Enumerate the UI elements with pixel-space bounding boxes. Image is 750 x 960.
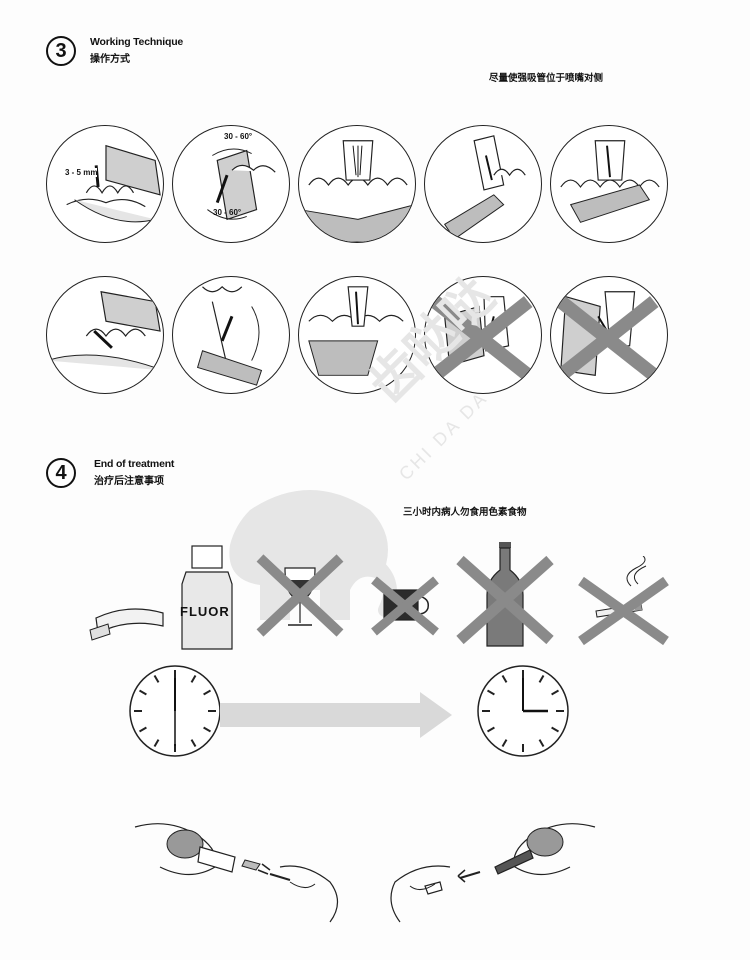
- start-clock-icon: [128, 664, 222, 763]
- no-wine-icon: [255, 548, 345, 643]
- section-3-heading: Working Technique 操作方式: [90, 36, 183, 65]
- watermark-text-en: CHI DA DA: [395, 387, 492, 485]
- section-4-note: 三小时内病人勿食用色素食物: [403, 507, 527, 518]
- technique-illustration-5: [550, 125, 668, 243]
- technique-illustration-3: [298, 125, 416, 243]
- handpiece-install-right-icon: [380, 812, 600, 937]
- technique-illustration-6: [46, 276, 164, 394]
- no-cola-icon: [455, 540, 555, 655]
- section-4-title-zh: 治疗后注意事项: [94, 476, 164, 487]
- bottle-label: FLUOR: [180, 604, 230, 619]
- section-3-title-en: Working Technique: [90, 36, 184, 48]
- technique-illustration-2: [172, 125, 290, 243]
- fluoride-tray-icon: [88, 598, 168, 648]
- section-3-title-zh: 操作方式: [90, 54, 130, 65]
- no-coffee-icon: [370, 572, 440, 642]
- technique-illustration-10-wrong: [550, 276, 668, 394]
- section-3-note: 尽量使强吸管位于喷嘴对侧: [489, 73, 604, 84]
- handpiece-removal-left-icon: [130, 812, 360, 937]
- time-arrow-icon: [220, 690, 455, 745]
- step-4-number: 4: [46, 458, 76, 488]
- section-4-title-en: End of treatment: [94, 458, 175, 470]
- step-3-number: 3: [46, 36, 76, 66]
- angle-label-bottom: 30 - 60°: [213, 208, 242, 217]
- end-clock-icon: [476, 664, 570, 763]
- depth-label: 3 - 5 mm: [65, 168, 98, 177]
- section-4-heading: End of treatment 治疗后注意事项: [94, 458, 174, 487]
- technique-illustration-1: [46, 125, 164, 243]
- technique-illustration-9-wrong: [424, 276, 542, 394]
- fluor-bottle-icon: [172, 544, 242, 659]
- technique-illustration-4: [424, 125, 542, 243]
- technique-illustration-8: [298, 276, 416, 394]
- angle-label-top: 30 - 60°: [224, 132, 253, 141]
- no-smoking-icon: [576, 553, 671, 651]
- technique-illustration-7: [172, 276, 290, 394]
